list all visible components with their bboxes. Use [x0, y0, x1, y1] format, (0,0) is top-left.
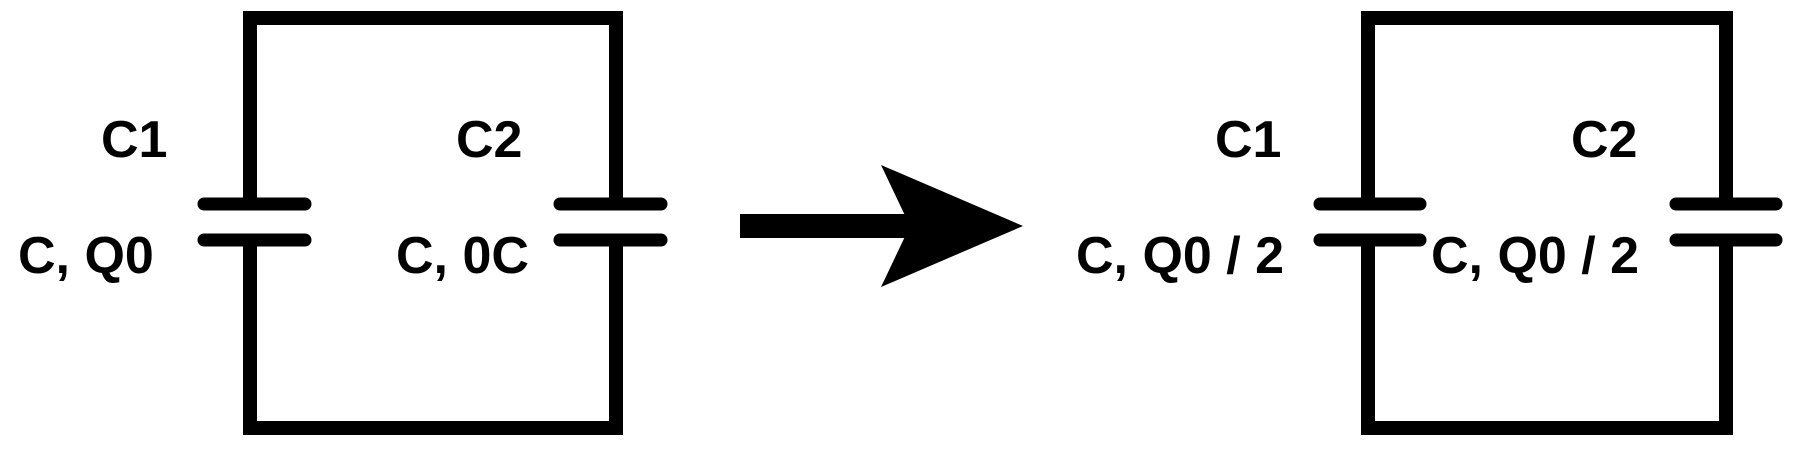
c2-value-before: C, 0C [396, 227, 529, 285]
wire-bottom-after [1361, 240, 1733, 435]
c2-value-after: C, Q0 / 2 [1431, 227, 1639, 285]
c2-name-before: C2 [456, 111, 522, 169]
c1-value-before: C, Q0 [18, 227, 154, 285]
capacitor-c2-after [1669, 197, 1783, 247]
c2-name-after: C2 [1571, 111, 1637, 169]
c1-value-after: C, Q0 / 2 [1076, 227, 1284, 285]
c1-name-after: C1 [1215, 111, 1281, 169]
capacitor-c2-before [553, 197, 668, 247]
wire-bottom-before [243, 240, 623, 435]
circuit-before [243, 11, 623, 435]
arrow-shaft [740, 214, 920, 238]
c1-name-before: C1 [101, 111, 167, 169]
arrow-head [881, 165, 1023, 287]
circuit-after [1361, 11, 1733, 435]
capacitor-c1-before [197, 197, 312, 247]
capacitor-c1-after [1313, 197, 1427, 247]
wire-top-after [1361, 11, 1733, 204]
wire-top-before [243, 11, 623, 204]
right-arrow-icon [740, 165, 1023, 287]
